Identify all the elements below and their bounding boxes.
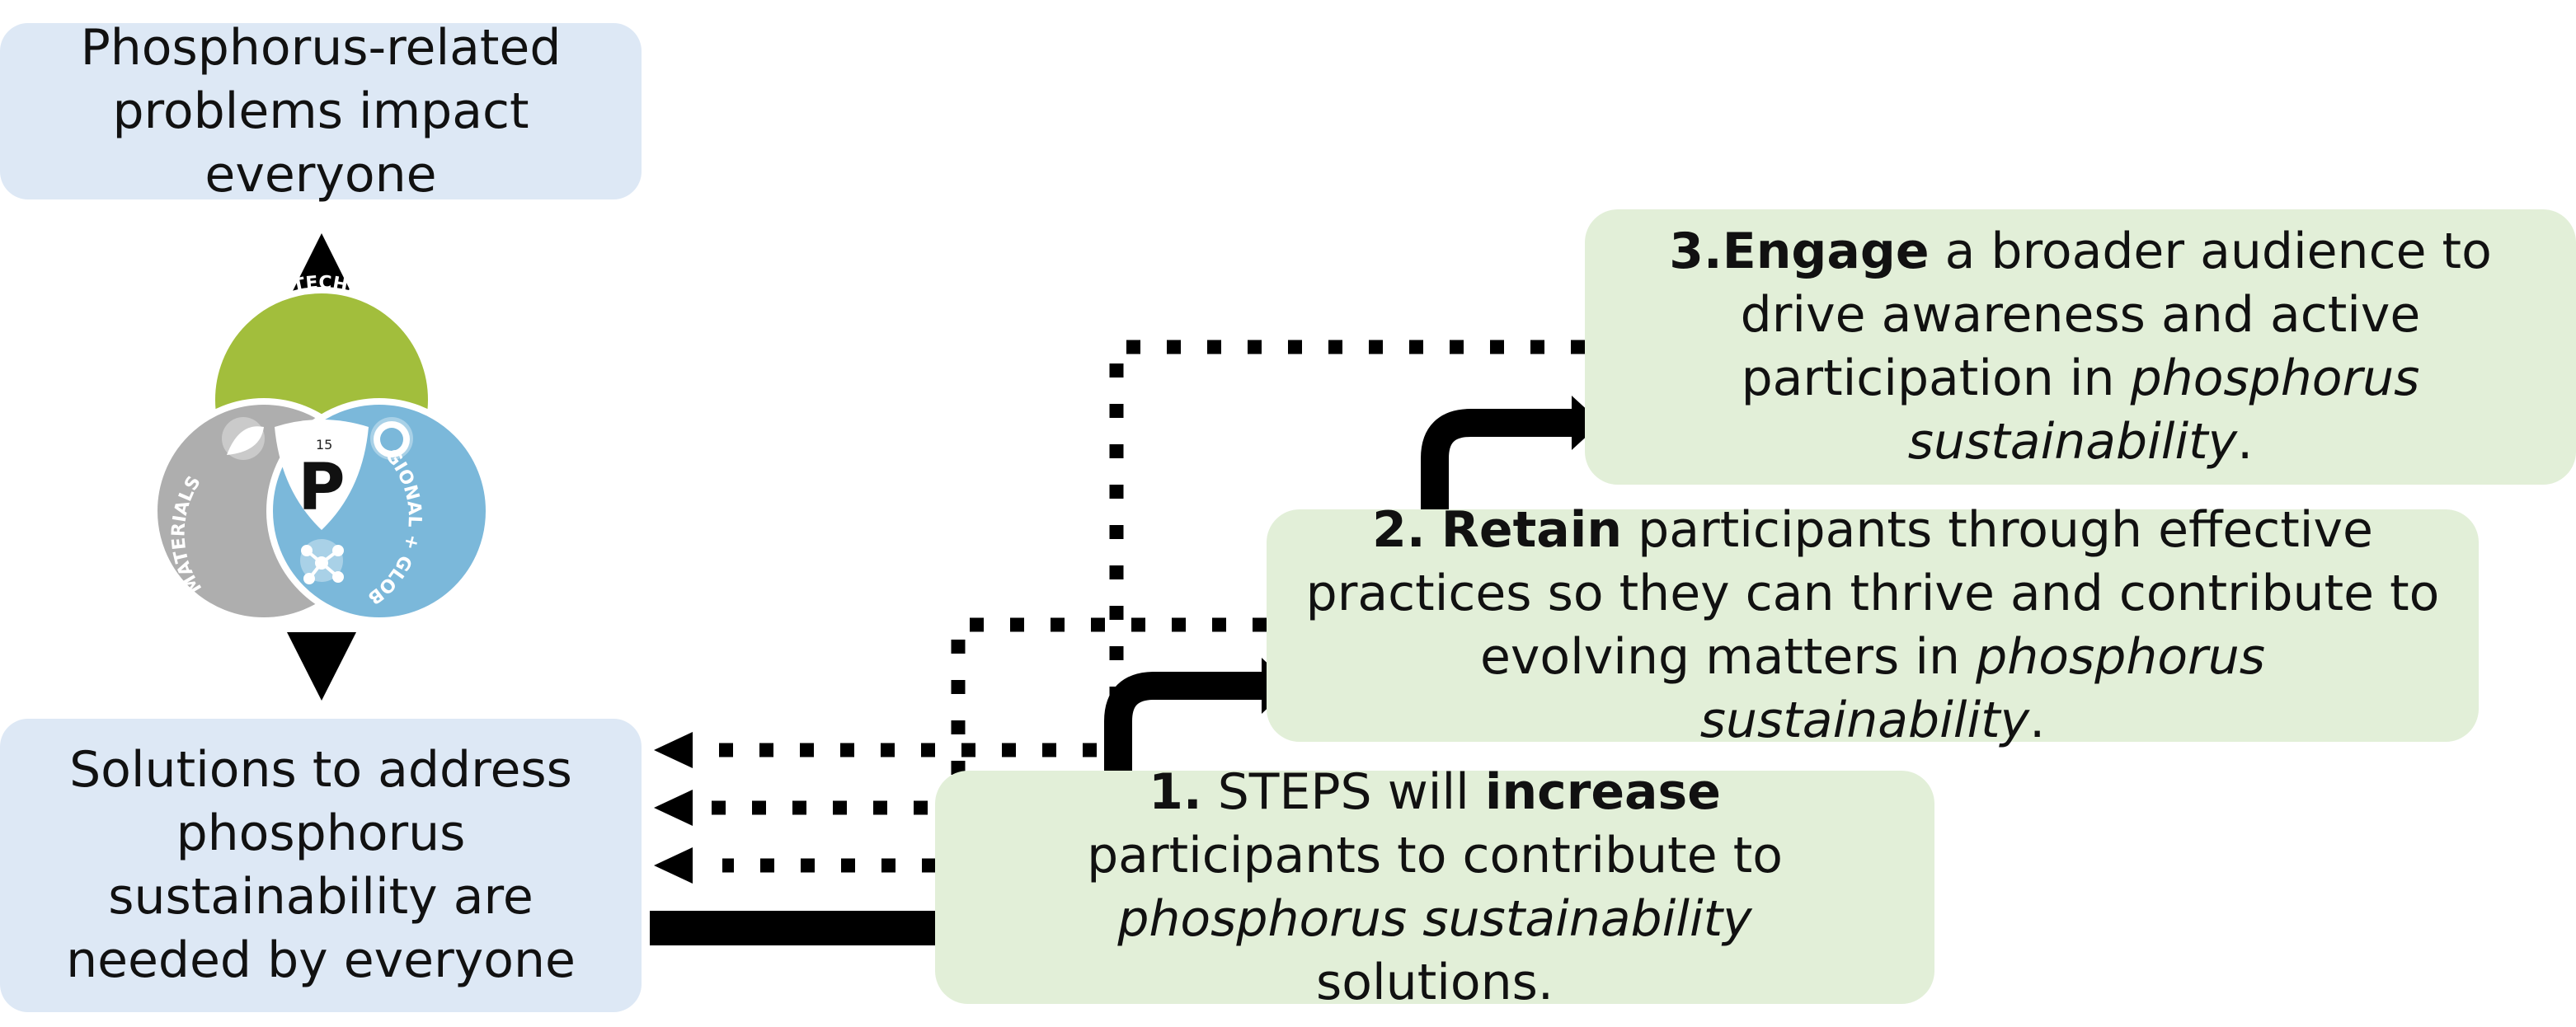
arrow-up-to-problems [287,233,356,302]
step-3-keyword: Engage [1722,223,1930,280]
dotted-arrowhead-1 [654,732,693,768]
step-3-rest: a broader audience to drive awareness an… [1740,223,2492,407]
logo-center-letter: P [298,451,345,525]
step-3-box: 3.Engage a broader audience to drive awa… [1585,209,2576,485]
arrow-step2-to-step3 [1421,409,1577,511]
step-3-number: 3. [1669,223,1723,280]
step-2-box: 2. Retain participants through effective… [1267,501,2479,749]
molecule-icon [301,545,344,584]
step-1-pre: STEPS will [1217,762,1469,821]
step-3-text: 3.Engage a broader audience to drive awa… [1668,220,2493,474]
step-2-keyword: Retain [1441,501,1623,559]
arrow-step1-to-step2 [1104,672,1267,773]
step-1-keyword: increase [1484,762,1721,821]
step-3-tail: . [2237,413,2254,471]
dotted-arrowhead-3 [654,847,693,884]
problems-text: Phosphorus-related problems impact every… [80,18,562,204]
step-1-emphasis: phosphorus sustainability [1117,889,1752,948]
step-1-number: 1. [1149,762,1202,821]
step-2-rest: participants through effective practices… [1305,501,2440,686]
logo-atomic-number: 15 [316,437,332,453]
logo-center-triangle [275,420,369,530]
step-2-text: 2. Retain participants through effective… [1304,499,2442,753]
step-2-emphasis: phosphorus sustainability [1699,628,2265,749]
step-1-tail: solutions. [1316,953,1554,1011]
step-3-emphasis: phosphorus sustainability [1907,349,2420,471]
step-2-number: 2. [1372,501,1426,559]
solutions-box: Solutions to address phosphorus sustaina… [0,719,642,1012]
dotted-step3-feedback [1109,340,1585,750]
leaf-icon [227,426,264,455]
step-1-text: 1. STEPS will increase participants to c… [1022,761,1847,1015]
step-2-tail: . [2029,692,2046,749]
step-1-box: 1. STEPS will increase participants to c… [935,763,1934,1011]
globe-icon-core [380,428,403,451]
step-1-rest: participants to contribute to [1087,826,1783,884]
arrow-down-to-solutions [287,632,356,701]
solutions-text: Solutions to address phosphorus sustaina… [66,741,576,989]
arrow-solutions-to-step1-shaft [650,911,953,945]
problems-box: Phosphorus-related problems impact every… [0,19,642,204]
dotted-arrowhead-2 [654,790,693,826]
